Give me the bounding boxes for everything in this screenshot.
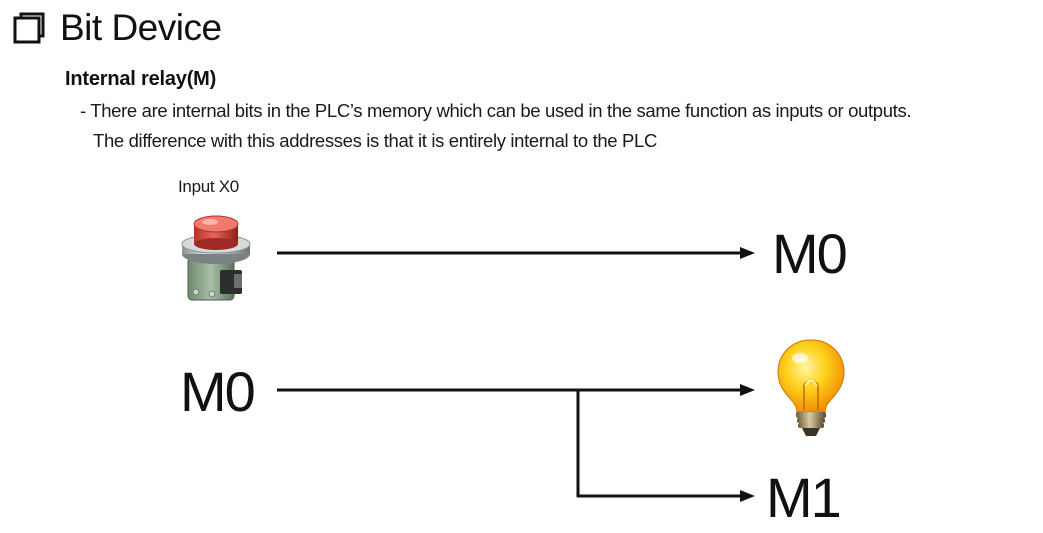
slide-title: Bit Device bbox=[12, 6, 222, 50]
page-title: Bit Device bbox=[60, 7, 222, 48]
light-bulb-icon bbox=[777, 339, 845, 436]
m0-input-label: M0 bbox=[180, 360, 256, 423]
m0-output-label: M0 bbox=[772, 222, 848, 285]
hollow-square-bullet-icon bbox=[13, 12, 45, 44]
arrow-branch-to-m1 bbox=[576, 389, 755, 502]
arrow-x0-to-m0 bbox=[277, 247, 755, 259]
description-line-2: The difference with this addresses is th… bbox=[93, 130, 657, 151]
m1-output-label: M1 bbox=[766, 466, 842, 529]
arrow-m0-to-bulb bbox=[277, 384, 755, 396]
section-heading: Internal relay(M) bbox=[65, 68, 217, 90]
input-x0-label: Input X0 bbox=[178, 177, 239, 196]
push-button-icon bbox=[181, 215, 251, 301]
description-line-1: - There are internal bits in the PLC’s m… bbox=[80, 100, 912, 121]
